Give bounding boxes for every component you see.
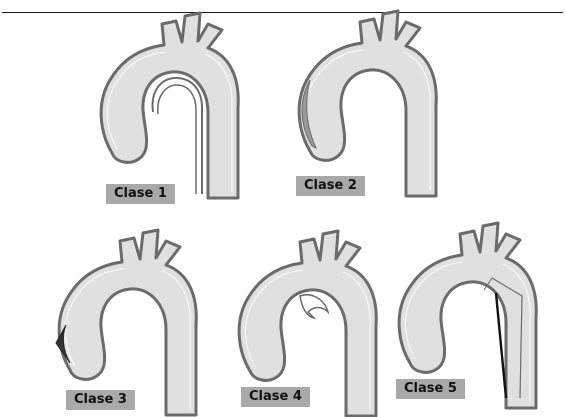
plaque-rupture-ulceration-class-4	[300, 295, 328, 318]
label-class-3: Clase 3	[66, 390, 135, 410]
aorta-diagram-class-3	[56, 230, 196, 415]
aorta-diagram-class-1	[101, 13, 238, 198]
label-class-1: Clase 1	[106, 184, 175, 204]
label-class-5: Clase 5	[396, 379, 465, 399]
aorta-diagram-class-2	[299, 11, 436, 196]
label-class-4: Clase 4	[241, 387, 310, 407]
label-class-2: Clase 2	[296, 176, 365, 196]
intimal-flap-class-1	[153, 78, 202, 194]
